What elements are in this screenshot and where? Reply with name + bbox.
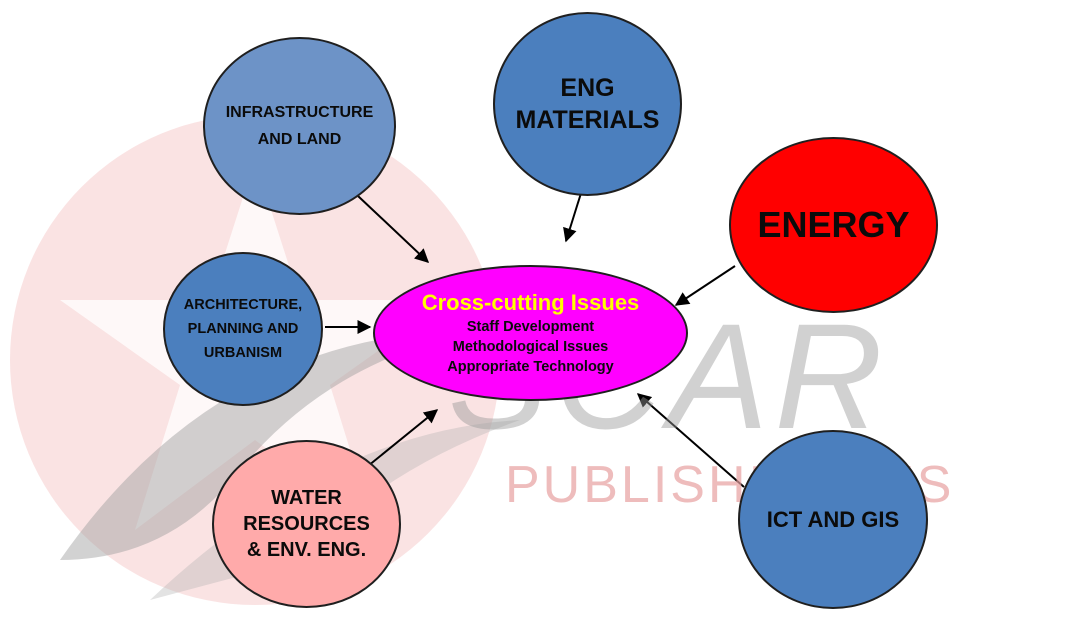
arrow-water bbox=[367, 409, 439, 467]
arrow-infrastructure bbox=[357, 195, 430, 263]
center-line-methodological: Methodological Issues bbox=[452, 339, 609, 355]
center-title: Cross-cutting Issues bbox=[421, 290, 640, 315]
node-ict-label: ICT AND GIS bbox=[766, 506, 900, 532]
node-architecture: ARCHITECTURE, PLANNING AND URBANISM bbox=[163, 252, 323, 406]
node-water-label: WATER RESOURCES & ENV. ENG. bbox=[243, 487, 370, 561]
node-infrastructure-label: INFRASTRUCTURE AND LAND bbox=[225, 104, 374, 148]
node-infrastructure: INFRASTRUCTURE AND LAND bbox=[203, 37, 396, 215]
node-cross-cutting: Cross-cutting Issues Staff Development M… bbox=[373, 265, 688, 401]
node-ict: ICT AND GIS bbox=[738, 430, 928, 609]
arrow-ict bbox=[636, 393, 745, 488]
center-line-technology: Appropriate Technology bbox=[447, 359, 614, 375]
node-energy: ENERGY bbox=[729, 137, 938, 313]
arrow-eng-materials bbox=[563, 189, 583, 243]
node-energy-label: ENERGY bbox=[757, 204, 910, 245]
node-architecture-label: ARCHITECTURE, PLANNING AND URBANISM bbox=[183, 297, 303, 361]
node-water: WATER RESOURCES & ENV. ENG. bbox=[212, 440, 401, 608]
node-eng-materials: ENG MATERIALS bbox=[493, 12, 682, 196]
arrow-energy bbox=[674, 265, 736, 306]
center-line-staff: Staff Development bbox=[466, 319, 595, 335]
node-eng-materials-label: ENG MATERIALS bbox=[515, 74, 660, 134]
